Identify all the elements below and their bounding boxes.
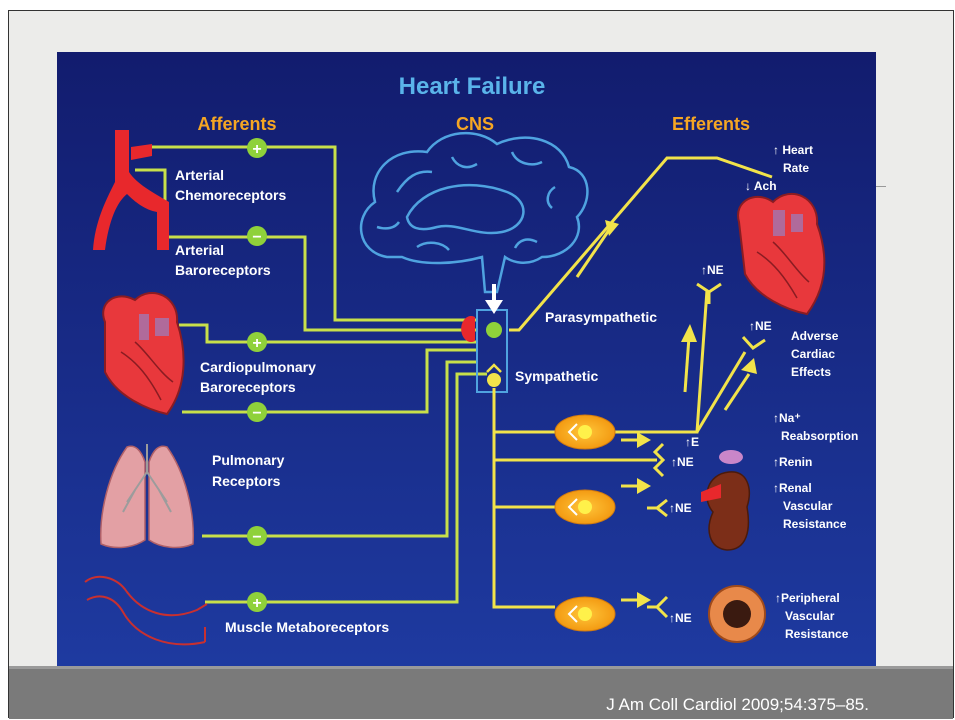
svg-text:+: + — [252, 141, 261, 158]
label-e: ↑E — [685, 435, 699, 449]
citation-text: J Am Coll Cardiol 2009;54:375–85. — [606, 695, 869, 715]
label-heart-rate-1: ↑ Heart — [773, 143, 813, 157]
label-arterial-chemo-1: Arterial — [175, 167, 224, 183]
label-arterial-baro-2: Baroreceptors — [175, 262, 271, 278]
label-pulmonary-2: Receptors — [212, 473, 281, 489]
label-pulmonary-1: Pulmonary — [212, 452, 285, 468]
label-cardiopulm-1: Cardiopulmonary — [200, 359, 316, 375]
cns-heading: CNS — [456, 114, 494, 134]
label-periph-2: Vascular — [785, 609, 835, 623]
label-renal-1: ↑Renal — [773, 481, 812, 495]
label-na-2: Reabsorption — [781, 429, 858, 443]
label-adverse-2: Cardiac — [791, 347, 835, 361]
efferents-heading: Efferents — [672, 114, 750, 134]
svg-text:+: + — [252, 335, 261, 352]
svg-text:−: − — [252, 529, 261, 546]
svg-text:−: − — [252, 405, 261, 422]
svg-text:+: + — [252, 595, 261, 612]
afferents-heading: Afferents — [197, 114, 276, 134]
vessel-cross-section — [709, 586, 765, 642]
label-renal-2: Vascular — [783, 499, 833, 513]
label-adverse-1: Adverse — [791, 329, 839, 343]
label-heart-rate-2: Rate — [783, 161, 809, 175]
label-ne-top: ↑NE — [701, 263, 724, 277]
label-arterial-baro-1: Arterial — [175, 242, 224, 258]
label-arterial-chemo-2: Chemoreceptors — [175, 187, 286, 203]
label-renin: ↑Renin — [773, 455, 812, 469]
label-ne-kidney: ↑NE — [669, 501, 692, 515]
label-periph-1: ↑Peripheral — [775, 591, 840, 605]
parasympathetic-label: Parasympathetic — [545, 309, 657, 325]
label-adverse-3: Effects — [791, 365, 831, 379]
label-renal-3: Resistance — [783, 517, 847, 531]
label-na-1: ↑Na⁺ — [773, 411, 801, 425]
diagram-title: Heart Failure — [399, 73, 546, 100]
label-ne-vessel: ↑NE — [669, 611, 692, 625]
label-periph-3: Resistance — [785, 627, 849, 641]
sympathetic-label: Sympathetic — [515, 368, 598, 384]
label-ne-mid: ↑NE — [749, 319, 772, 333]
slide-decor-line — [876, 186, 886, 187]
label-ach: ↓ Ach — [745, 179, 777, 193]
label-muscle: Muscle Metaboreceptors — [225, 619, 389, 635]
label-ne-adrenal: ↑NE — [671, 455, 694, 469]
label-cardiopulm-2: Baroreceptors — [200, 379, 296, 395]
neurohormonal-diagram: Heart Failure Afferents CNS Efferents — [57, 52, 876, 666]
svg-text:−: − — [252, 229, 261, 246]
